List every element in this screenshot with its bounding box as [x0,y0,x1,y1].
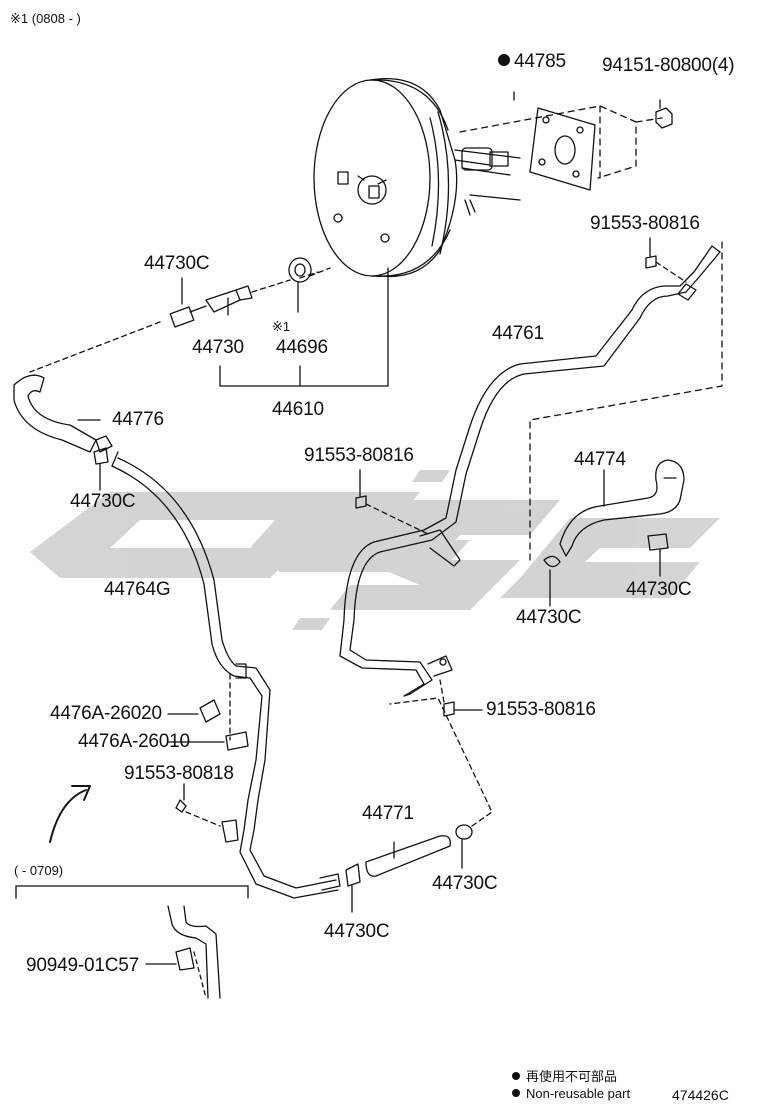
part-44730C-hose-end-clip[interactable]: 44730C [432,873,498,894]
part-44785[interactable]: 44785 [498,52,566,72]
part-44774[interactable]: 44774 [574,449,626,470]
part-44730C-left-clip[interactable]: 44730C [516,607,582,628]
part-91553-80816-low[interactable]: 91553-80816 [486,699,596,720]
part-44730C-check-valve-clip[interactable]: 44730C [144,253,210,274]
legend-jp: 再使用不可部品 [512,1070,617,1084]
brake-booster-drawing [313,77,673,278]
part-44730C-pipe-clip[interactable]: 44730C [324,921,390,942]
part-90949-01C57[interactable]: 90949-01C57 [26,955,139,976]
part-44776[interactable]: 44776 [112,409,164,430]
part-44761[interactable]: 44761 [492,323,544,344]
part-91553-80816-mid[interactable]: 91553-80816 [304,445,414,466]
part-44696[interactable]: 44696 [276,337,328,358]
part-91553-80816-top[interactable]: 91553-80816 [590,213,700,234]
non-reusable-dot-icon [512,1089,520,1097]
part-44730C-hose-clip[interactable]: 44730C [70,491,136,512]
inset-note: ( - 0709) [14,863,64,878]
legend-en: Non-reusable part [512,1087,630,1101]
part-44764G[interactable]: 44764G [104,579,171,600]
part-44771[interactable]: 44771 [362,803,414,824]
part-4476A-26010[interactable]: 4476A-26010 [78,731,190,752]
part-91553-80818[interactable]: 91553-80818 [124,763,234,784]
figure-code: 474426C [672,1087,729,1103]
non-reusable-dot-icon [498,54,510,66]
header-note: ※1 (0808 - ) [10,11,81,26]
part-44730C-right-clip[interactable]: 44730C [626,579,692,600]
part-number: 44785 [514,51,566,72]
note-mark: ※1 [272,319,291,334]
legend-jp-text: 再使用不可部品 [526,1069,618,1084]
part-94151-80800[interactable]: 94151-80800(4) [602,55,735,76]
part-44610[interactable]: 44610 [272,399,324,420]
part-44730[interactable]: 44730 [192,337,244,358]
non-reusable-dot-icon [512,1072,520,1080]
legend-en-text: Non-reusable part [526,1086,631,1101]
part-4476A-26020[interactable]: 4476A-26020 [50,703,162,724]
